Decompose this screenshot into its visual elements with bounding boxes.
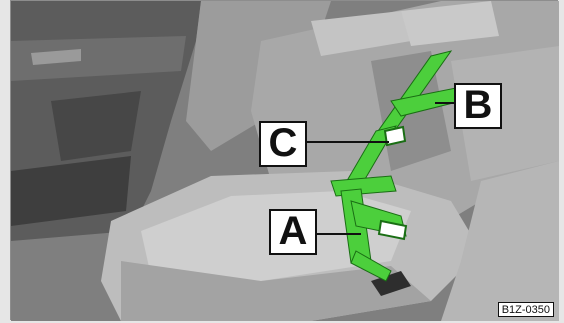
callout-label-a: A	[269, 209, 317, 255]
callout-label-c: C	[259, 121, 307, 167]
door-pocket	[51, 91, 141, 161]
figure-code: B1Z-0350	[498, 302, 554, 317]
callout-label-b: B	[454, 83, 502, 129]
illustration-frame: B C A B1Z-0350	[10, 0, 558, 320]
